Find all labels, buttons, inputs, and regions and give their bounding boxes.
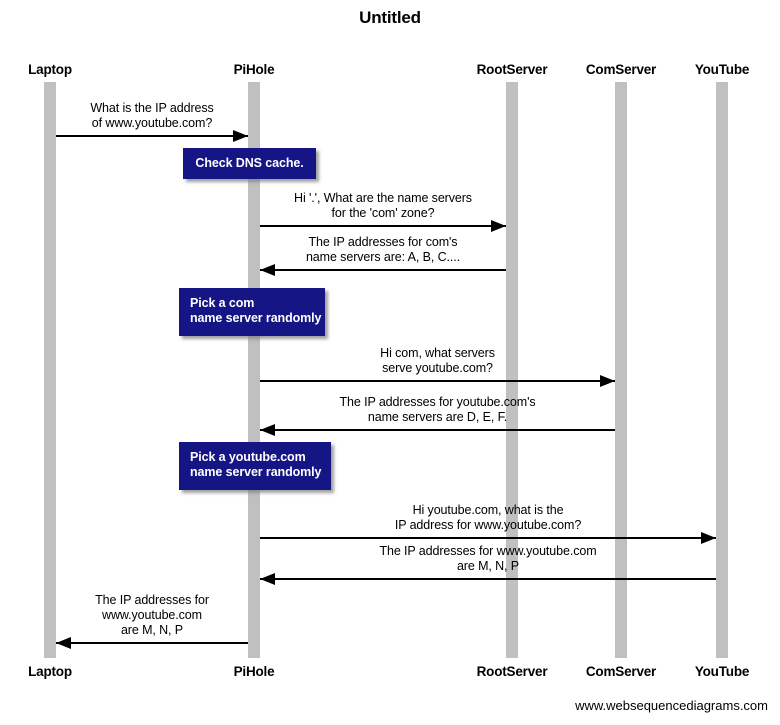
message-label: Hi com, what servers serve youtube.com? [380, 346, 495, 375]
lifeline-laptop [44, 82, 56, 658]
actor-label-comserver: ComServer [585, 62, 657, 77]
arrowhead-right-icon [701, 531, 716, 544]
message-arrow-line [260, 429, 615, 431]
arrowhead-left-icon [56, 636, 71, 649]
lifeline-comserver [615, 82, 627, 658]
message-arrow-line [260, 537, 716, 539]
message-arrow-line [56, 642, 248, 644]
arrowhead-left-icon [260, 263, 275, 276]
arrowhead-right-icon [600, 374, 615, 387]
message-arrow-line [260, 380, 615, 382]
actor-label-bottom-laptop: Laptop [28, 664, 72, 679]
actor-label-bottom-comserver: ComServer [585, 664, 657, 679]
message-label: The IP addresses for youtube.com's name … [339, 395, 536, 424]
note-box-1: Check DNS cache. [183, 148, 316, 179]
message-label: The IP addresses for com's name servers … [305, 235, 461, 264]
arrowhead-right-icon [233, 129, 248, 142]
actor-label-laptop: Laptop [28, 62, 72, 77]
arrowhead-right-icon [491, 219, 506, 232]
arrowhead-left-icon [260, 423, 275, 436]
message-label: What is the IP address of www.youtube.co… [90, 101, 214, 130]
lifeline-youtube [716, 82, 728, 658]
message-label: The IP addresses for www.youtube.com are… [379, 544, 597, 573]
message-arrow-line [260, 269, 506, 271]
actor-label-rootserver: RootServer [476, 62, 548, 77]
message-arrow-line [260, 578, 716, 580]
actor-label-bottom-youtube: YouTube [694, 664, 750, 679]
arrowhead-left-icon [260, 572, 275, 585]
message-arrow-line [260, 225, 506, 227]
message-arrow-line [56, 135, 248, 137]
actor-label-bottom-rootserver: RootServer [476, 664, 548, 679]
actor-label-youtube: YouTube [694, 62, 750, 77]
lifeline-rootserver [506, 82, 518, 658]
message-label: The IP addresses for www.youtube.com are… [95, 593, 209, 637]
lifeline-pihole [248, 82, 260, 658]
message-label: Hi '.', What are the name servers for th… [294, 191, 472, 220]
note-box-3: Pick a youtube.com name server randomly [179, 442, 331, 490]
page-title: Untitled [359, 8, 421, 27]
note-box-2: Pick a com name server randomly [179, 288, 325, 336]
footer-attribution: www.websequencediagrams.com [575, 698, 768, 713]
actor-label-pihole: PiHole [233, 62, 275, 77]
actor-label-bottom-pihole: PiHole [233, 664, 275, 679]
message-label: Hi youtube.com, what is the IP address f… [394, 503, 582, 532]
